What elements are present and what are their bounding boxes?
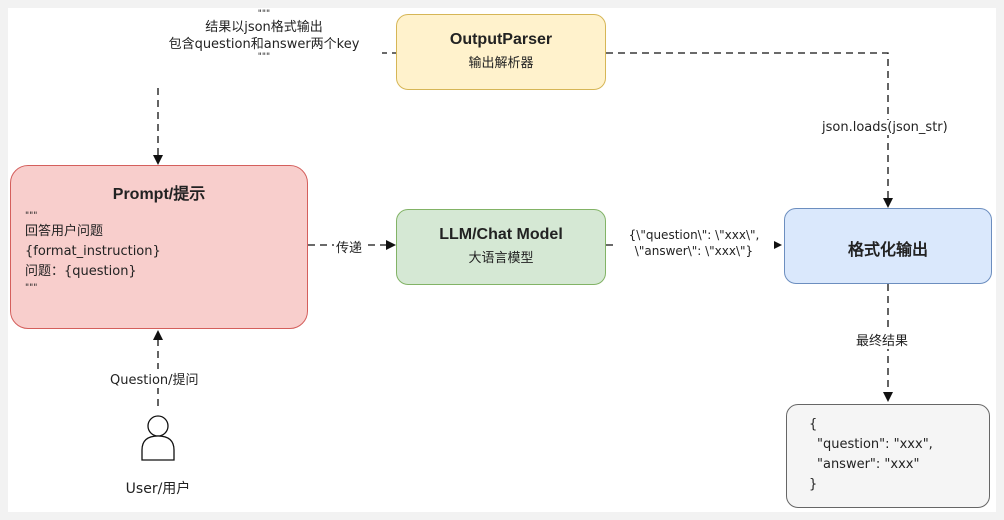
llm-output-label: {\"question\": \"xxx\", \"answer\": \"xx… xyxy=(614,227,774,259)
top-note: """ 结果以json格式输出 包含question和answer两个key "… xyxy=(146,10,382,62)
final-result-label: 最终结果 xyxy=(854,330,911,349)
prompt-quote-close: """ xyxy=(25,283,38,293)
formatted-output-node[interactable]: 格式化输出 xyxy=(784,208,992,284)
edge-parser-to-output xyxy=(606,52,893,208)
llm-output-line1: {\"question\": \"xxx\", xyxy=(628,228,760,242)
formatted-output-title: 格式化输出 xyxy=(847,242,928,259)
top-note-quote-bottom: """ xyxy=(257,52,271,62)
prompt-title: Prompt/提示 xyxy=(112,186,206,203)
prompt-line-format: {format_instruction} xyxy=(25,244,161,259)
output-parser-node[interactable]: OutputParser 输出解析器 xyxy=(396,14,606,90)
top-note-line2: 包含question和answer两个key xyxy=(168,37,360,52)
prompt-node[interactable]: Prompt/提示 """ 回答用户问题 {format_instruction… xyxy=(10,165,308,329)
user-icon xyxy=(141,415,175,461)
top-note-line1: 结果以json格式输出 xyxy=(205,20,323,35)
diagram-canvas: """ 结果以json格式输出 包含question和answer两个key "… xyxy=(8,8,996,512)
prompt-line-task: 回答用户问题 xyxy=(25,224,104,239)
pass-label: 传递 xyxy=(334,237,365,256)
final-result-answer: "answer": "xxx" xyxy=(817,457,920,472)
question-label: Question/提问 xyxy=(108,369,201,388)
json-loads-label: json.loads(json_str) xyxy=(820,120,950,135)
final-result-close: } xyxy=(809,477,818,492)
user-label: User/用户 xyxy=(125,481,191,497)
llm-output-line2: \"answer\": \"xxx\"} xyxy=(634,244,754,258)
llm-subtitle: 大语言模型 xyxy=(468,251,534,266)
prompt-body: """ 回答用户问题 {format_instruction} 问题：{ques… xyxy=(11,204,307,294)
output-parser-subtitle: 输出解析器 xyxy=(468,56,534,71)
prompt-line-question: 问题：{question} xyxy=(25,264,137,279)
output-parser-title: OutputParser xyxy=(449,31,553,48)
top-note-quote-top: """ xyxy=(257,9,271,19)
llm-title: LLM/Chat Model xyxy=(439,226,563,243)
final-result-question: "question": "xxx", xyxy=(817,437,933,452)
final-result-body: { "question": "xxx", "answer": "xxx" } xyxy=(787,405,989,495)
edges-layer xyxy=(141,52,893,461)
final-result-node[interactable]: { "question": "xxx", "answer": "xxx" } xyxy=(786,404,990,508)
llm-node[interactable]: LLM/Chat Model 大语言模型 xyxy=(396,209,606,285)
final-result-open: { xyxy=(809,417,818,432)
prompt-quote-open: """ xyxy=(25,211,38,221)
